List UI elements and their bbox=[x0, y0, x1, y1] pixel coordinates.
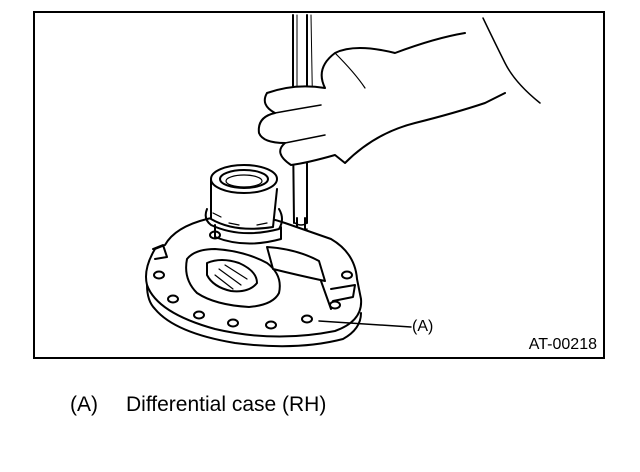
differential-case-illustration bbox=[145, 14, 541, 348]
figure-code: AT-00218 bbox=[528, 336, 597, 353]
differential-case-graphic bbox=[145, 164, 363, 348]
legend-item-ref: (A) bbox=[70, 393, 98, 416]
callout-leader-line bbox=[318, 320, 412, 328]
hand-graphic bbox=[257, 17, 541, 166]
figure-frame: (A) AT-00218 bbox=[33, 11, 605, 359]
callout-label-a: (A) bbox=[412, 318, 434, 335]
legend-item-text: Differential case (RH) bbox=[126, 393, 327, 416]
legend-item: (A) Differential case (RH) bbox=[70, 392, 326, 418]
legend: (A) Differential case (RH) bbox=[70, 392, 326, 418]
